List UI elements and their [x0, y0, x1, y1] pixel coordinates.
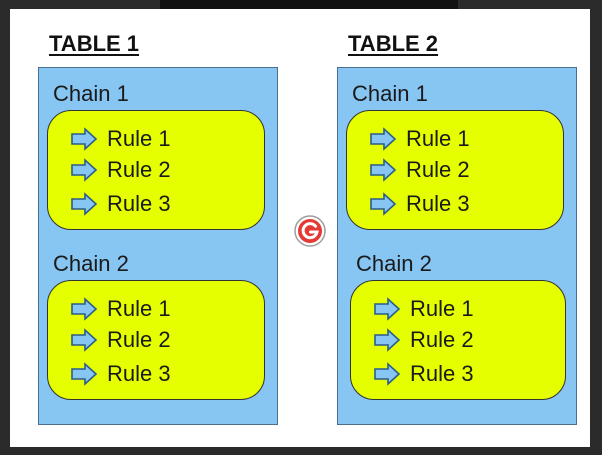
arrow-right-icon — [71, 158, 98, 182]
chain-1-box: Rule 1 Rule 2 Rule 3 — [346, 110, 564, 230]
rule-item: Rule 3 — [373, 360, 474, 388]
chain-2-label: Chain 2 — [356, 251, 432, 276]
chain-2-box: Rule 1 Rule 2 Rule 3 — [47, 280, 265, 400]
table-1-title: TABLE 1 — [49, 31, 140, 56]
rule-label: Rule 3 — [107, 361, 171, 386]
rule-label: Rule 1 — [410, 296, 474, 321]
rule-label: Rule 2 — [107, 157, 171, 182]
rule-label: Rule 3 — [406, 191, 470, 216]
rule-label: Rule 2 — [107, 327, 171, 352]
rule-item: Rule 3 — [70, 190, 171, 218]
chain-1-label: Chain 1 — [352, 81, 428, 106]
arrow-right-icon — [374, 297, 401, 321]
table-2-title: TABLE 2 — [348, 31, 439, 56]
top-bar — [160, 0, 458, 9]
arrow-right-icon — [71, 192, 98, 216]
rule-item: Rule 1 — [70, 295, 171, 323]
arrow-right-icon — [71, 328, 98, 352]
arrow-right-icon — [370, 158, 397, 182]
arrow-right-icon — [370, 127, 397, 151]
rule-item: Rule 3 — [369, 190, 470, 218]
arrow-right-icon — [374, 362, 401, 386]
rule-item: Rule 1 — [369, 125, 470, 153]
chain-2-label: Chain 2 — [53, 251, 129, 276]
rule-label: Rule 2 — [406, 157, 470, 182]
rule-item: Rule 1 — [70, 125, 171, 153]
rule-item: Rule 2 — [369, 156, 470, 184]
rule-item: Rule 1 — [373, 295, 474, 323]
chain-1-label: Chain 1 — [53, 81, 129, 106]
rule-item: Rule 2 — [373, 326, 474, 354]
rule-label: Rule 1 — [406, 126, 470, 151]
diagram-canvas: TABLE 1 Chain 1 Rule 1 Rule 2 Rule 3 Cha… — [10, 9, 590, 447]
table-2-box: Chain 1 Rule 1 Rule 2 Rule 3 Chain 2 Rul… — [337, 67, 577, 425]
arrow-right-icon — [71, 362, 98, 386]
rule-label: Rule 2 — [410, 327, 474, 352]
chain-2-box: Rule 1 Rule 2 Rule 3 — [350, 280, 566, 400]
g-logo-icon — [294, 215, 326, 247]
arrow-right-icon — [71, 127, 98, 151]
rule-item: Rule 2 — [70, 156, 171, 184]
chain-1-box: Rule 1 Rule 2 Rule 3 — [47, 110, 265, 230]
rule-item: Rule 3 — [70, 360, 171, 388]
rule-label: Rule 3 — [107, 191, 171, 216]
rule-label: Rule 3 — [410, 361, 474, 386]
rule-label: Rule 1 — [107, 296, 171, 321]
arrow-right-icon — [374, 328, 401, 352]
rule-item: Rule 2 — [70, 326, 171, 354]
table-1-box: Chain 1 Rule 1 Rule 2 Rule 3 Chain 2 Rul… — [38, 67, 278, 425]
arrow-right-icon — [370, 192, 397, 216]
rule-label: Rule 1 — [107, 126, 171, 151]
arrow-right-icon — [71, 297, 98, 321]
